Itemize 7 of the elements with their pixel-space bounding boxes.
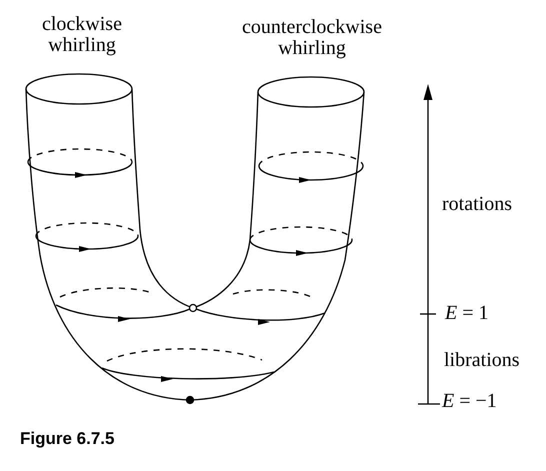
range-label: librations bbox=[444, 350, 520, 371]
energy-level-label: E = −1 bbox=[442, 391, 497, 412]
figure-caption: Figure 6.7.5 bbox=[20, 429, 114, 449]
region-label: clockwise whirling bbox=[41, 14, 123, 56]
energy-level-label: E = 1 bbox=[445, 303, 488, 324]
region-label: counterclockwise whirling bbox=[241, 17, 383, 59]
range-label: rotations bbox=[442, 194, 512, 215]
